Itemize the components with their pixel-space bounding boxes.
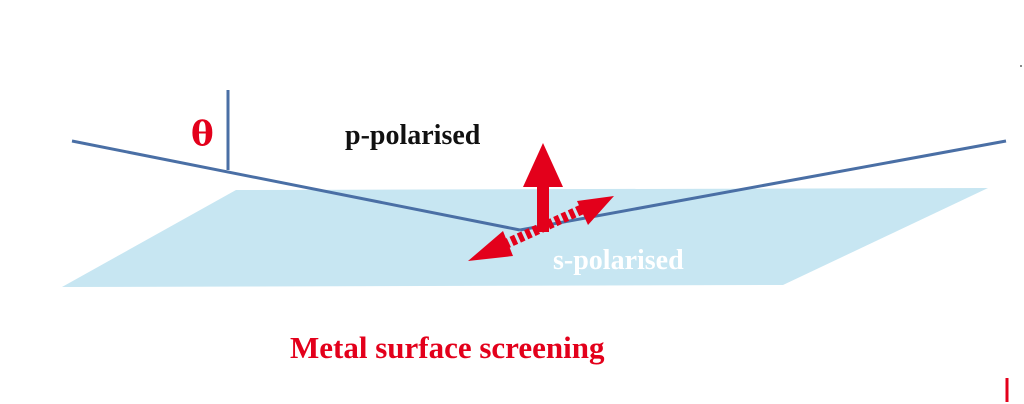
p-polarisation-arrow-head — [523, 143, 563, 187]
caption: Metal surface screening — [290, 330, 605, 365]
reflected-beam — [519, 139, 1007, 232]
incident-beam — [71, 139, 521, 232]
metal-surface-plane — [62, 188, 988, 287]
s-polarisation-arrowhead-right — [577, 196, 614, 225]
s-polarised-label: s-polarised — [553, 245, 684, 276]
s-polarisation-arrow-shaft — [494, 203, 588, 253]
p-polarised-label: p-polarised — [345, 120, 481, 151]
s-polarisation-arrowhead-left — [468, 231, 513, 261]
theta-angle-label: θ — [191, 114, 214, 154]
